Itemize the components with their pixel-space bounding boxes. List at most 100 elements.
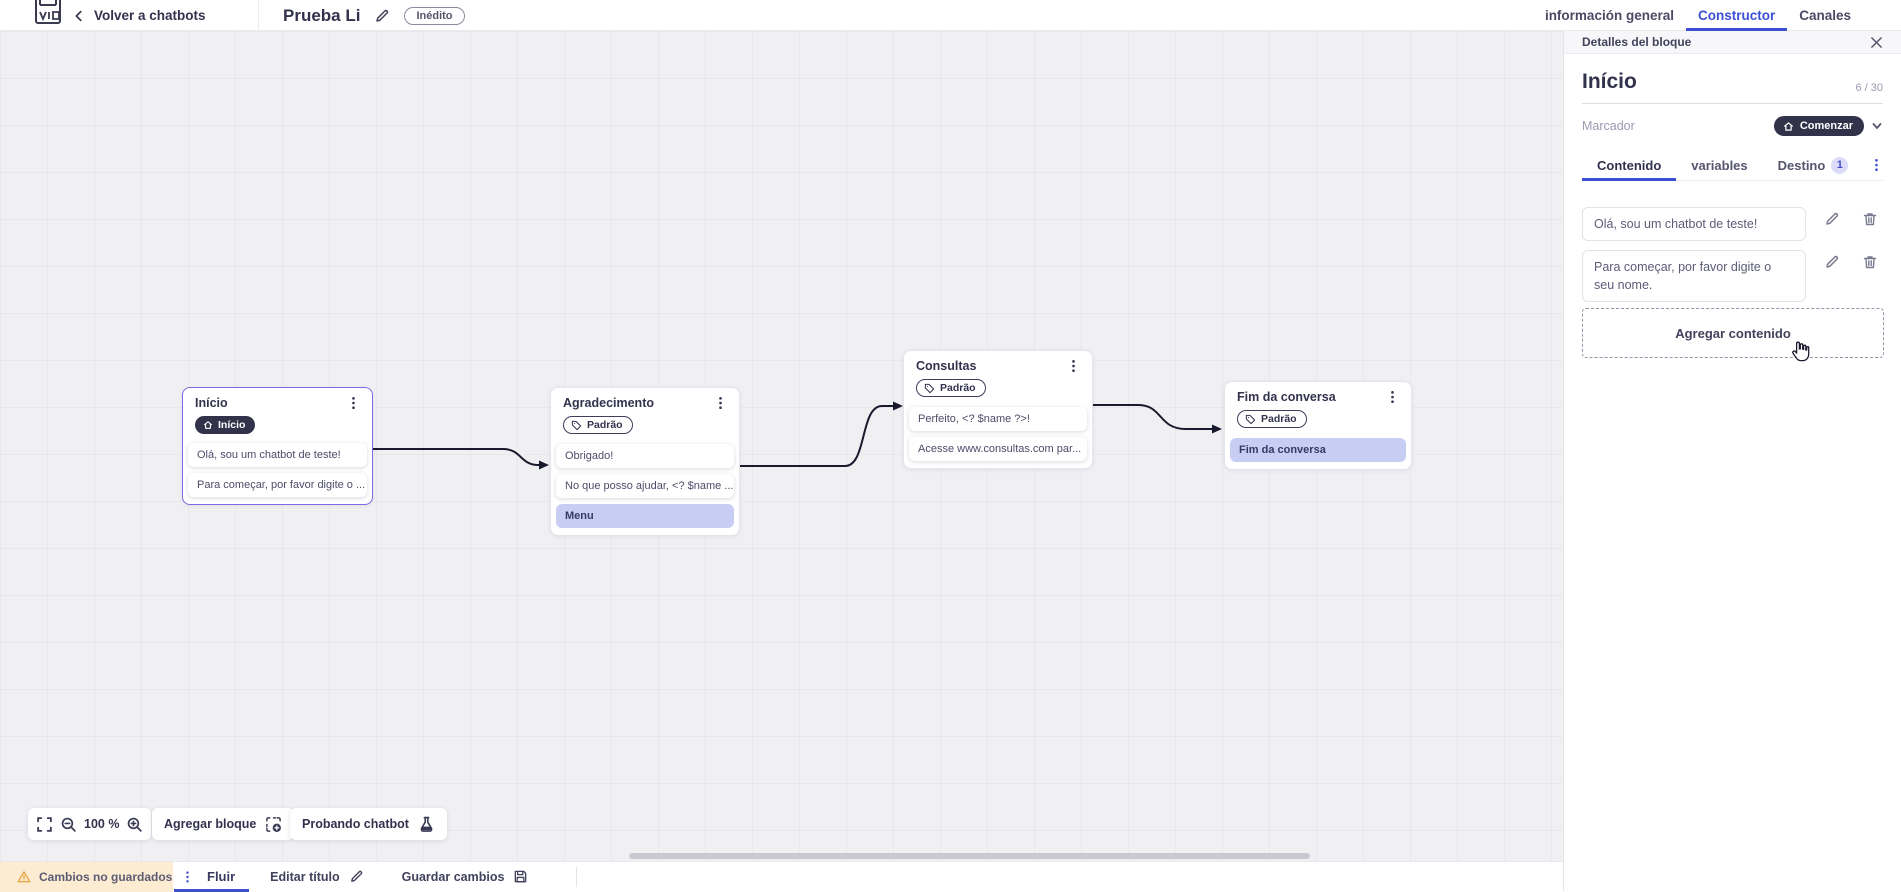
block-name-input[interactable]: Início (1582, 70, 1637, 93)
zoom-in-icon[interactable] (126, 816, 143, 833)
edit-title-label: Editar título (270, 869, 340, 884)
panel-tab-label: variables (1691, 157, 1748, 173)
zoom-out-icon[interactable] (60, 816, 77, 833)
content-item: Olá, sou um chatbot de teste! (1582, 207, 1883, 242)
test-chatbot-button[interactable]: Probando chatbot (290, 808, 447, 840)
content-text-box[interactable]: Olá, sou um chatbot de teste! (1582, 207, 1806, 242)
more-options-icon[interactable] (1870, 158, 1883, 173)
node-content-row[interactable]: Obrigado! (556, 443, 734, 468)
node-title: Agradecimento (563, 396, 654, 410)
block-name-underline (1582, 103, 1883, 104)
panel-tab-label: Destino (1777, 157, 1826, 173)
warning-icon (17, 870, 31, 882)
chevron-left-icon (75, 10, 82, 21)
test-chatbot-label: Probando chatbot (302, 817, 409, 831)
zoom-level: 100 % (84, 817, 120, 831)
top-tab-constructor[interactable]: Constructor (1685, 0, 1788, 31)
close-icon[interactable] (1870, 36, 1883, 49)
more-options-icon[interactable] (347, 396, 360, 411)
connection-arrowhead (1212, 424, 1222, 434)
save-changes-label: Guardar cambios (401, 869, 505, 884)
pencil-icon (350, 870, 362, 882)
save-changes-button[interactable]: Guardar cambios (402, 869, 529, 884)
content-text-box[interactable]: Para começar, por favor digite o seu nom… (1582, 250, 1806, 303)
panel-tabs: Contenido variables Destino 1 (1582, 150, 1883, 181)
save-icon (515, 870, 527, 883)
edit-content-pencil-icon[interactable] (1824, 211, 1840, 227)
node-content-row[interactable]: Fim da conversa (1230, 437, 1406, 462)
badge-label: Padrão (940, 382, 976, 394)
more-options-icon[interactable] (714, 396, 727, 411)
back-to-chatbots-link[interactable]: Volver a chatbots (72, 0, 206, 31)
badge-label: Padrão (587, 419, 623, 431)
connection-wire (739, 405, 895, 467)
topbar-divider (258, 0, 259, 31)
more-options-icon[interactable] (1386, 390, 1399, 405)
edit-title-pencil-icon[interactable] (374, 8, 390, 24)
delete-content-trash-icon[interactable] (1862, 211, 1878, 227)
add-content-button[interactable]: Agregar contenido (1582, 308, 1884, 359)
app-logo-icon (35, 0, 61, 24)
flow-tab-label: Fluir (207, 869, 236, 884)
marcador-value-label: Comenzar (1799, 120, 1853, 132)
node-title: Fim da conversa (1237, 390, 1336, 404)
type-badge: Padrão (916, 379, 986, 397)
top-tabs: información general Constructor Canales (1533, 0, 1863, 31)
bottombar: Cambios no guardados Fluir Editar título… (0, 861, 1563, 892)
delete-content-trash-icon[interactable] (1862, 254, 1878, 270)
top-tab-información-general[interactable]: información general (1544, 8, 1674, 23)
fullscreen-icon[interactable] (36, 816, 53, 833)
top-tab-canales[interactable]: Canales (1799, 8, 1851, 23)
edit-content-pencil-icon[interactable] (1824, 254, 1840, 270)
add-block-icon (266, 816, 282, 832)
drag-dots-icon (186, 870, 189, 883)
node-content-row[interactable]: Menu (556, 503, 734, 528)
badge-label: Início (218, 419, 246, 431)
zoom-controls: 100 % (28, 808, 152, 840)
home-icon (1783, 121, 1793, 131)
panel-title: Detalles del bloque (1582, 35, 1692, 49)
tag-icon (1245, 414, 1256, 424)
destino-count-badge: 1 (1831, 156, 1849, 174)
add-block-button[interactable]: Agregar bloque (152, 808, 295, 840)
node-content-row[interactable]: Perfeito, <? $name ?>! (909, 406, 1087, 431)
node-content-row[interactable]: Para começar, por favor digite o ... (188, 473, 367, 497)
type-badge: Padrão (563, 416, 633, 434)
unsaved-changes-chip: Cambios no guardados (0, 861, 173, 892)
content-item-actions (1824, 250, 1878, 270)
marcador-label: Marcador (1582, 119, 1635, 133)
tag-icon (571, 420, 582, 430)
start-badge: Início (195, 416, 256, 434)
add-block-label: Agregar bloque (164, 817, 257, 831)
node-content-row[interactable]: Acesse www.consultas.com par... (909, 436, 1087, 461)
node-content-row[interactable]: Olá, sou um chatbot de teste! (188, 443, 367, 467)
tag-icon (924, 383, 935, 393)
connection-arrowhead (893, 401, 903, 411)
bottombar-divider (576, 866, 578, 887)
panel-tab-contenido[interactable]: Contenido (1582, 150, 1677, 181)
panel-tab-label: Contenido (1597, 157, 1662, 173)
more-options-icon[interactable] (1067, 359, 1080, 374)
chatbot-title: Prueba Li (283, 5, 361, 25)
connection-wire (1092, 404, 1214, 430)
content-list: Olá, sou um chatbot de teste! Para começa… (1582, 207, 1883, 303)
content-item-actions (1824, 207, 1878, 227)
node-title: Início (195, 396, 228, 410)
node-content-row[interactable]: No que posso ajudar, <? $name ... (556, 473, 734, 498)
horizontal-scrollbar[interactable] (629, 853, 1310, 859)
flow-canvas[interactable]: 100 % Agregar bloque Probando chatbot In… (0, 31, 1563, 861)
flow-tab[interactable]: Fluir (174, 862, 250, 892)
type-badge: Padrão (1237, 410, 1307, 428)
marcador-select[interactable]: Comenzar (1773, 116, 1883, 136)
block-details-panel: Detalles del bloque Início 6 / 30 Marcad… (1563, 31, 1901, 891)
edit-title-button[interactable]: Editar título (270, 869, 363, 884)
node-title: Consultas (916, 359, 977, 373)
home-icon (204, 421, 212, 429)
panel-tab-destino[interactable]: Destino 1 (1763, 150, 1864, 180)
topbar: Volver a chatbots Prueba Li Inédito info… (0, 0, 1901, 31)
panel-tab-variables[interactable]: variables (1676, 150, 1762, 180)
